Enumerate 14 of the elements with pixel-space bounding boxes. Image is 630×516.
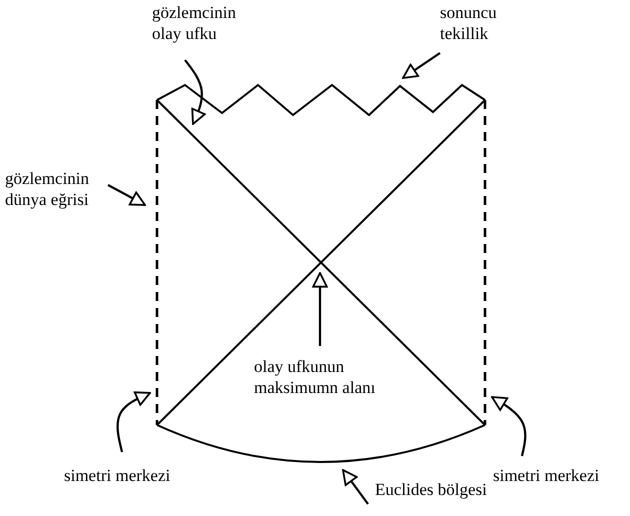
callout-label: olay ufkunun maksimumn alanı (254, 356, 376, 398)
callout-label: gözlemcinin dünya eğrisi (5, 168, 90, 210)
leader-arrow (107, 184, 146, 206)
leader-arrow (491, 396, 526, 456)
leader-arrow (184, 59, 206, 125)
callout-label: simetri merkezi (493, 465, 600, 486)
callout-label: gözlemcinin olay ufku (152, 2, 238, 44)
callout-label: Euclides bölgesi (375, 479, 487, 500)
leader-arrow (116, 391, 151, 452)
callout-label: sonuncu tekillik (440, 2, 498, 44)
leader-arrow (402, 52, 441, 79)
callout-label: simetri merkezi (64, 465, 170, 486)
leader-arrow (312, 272, 328, 346)
leader-arrow (342, 469, 369, 505)
